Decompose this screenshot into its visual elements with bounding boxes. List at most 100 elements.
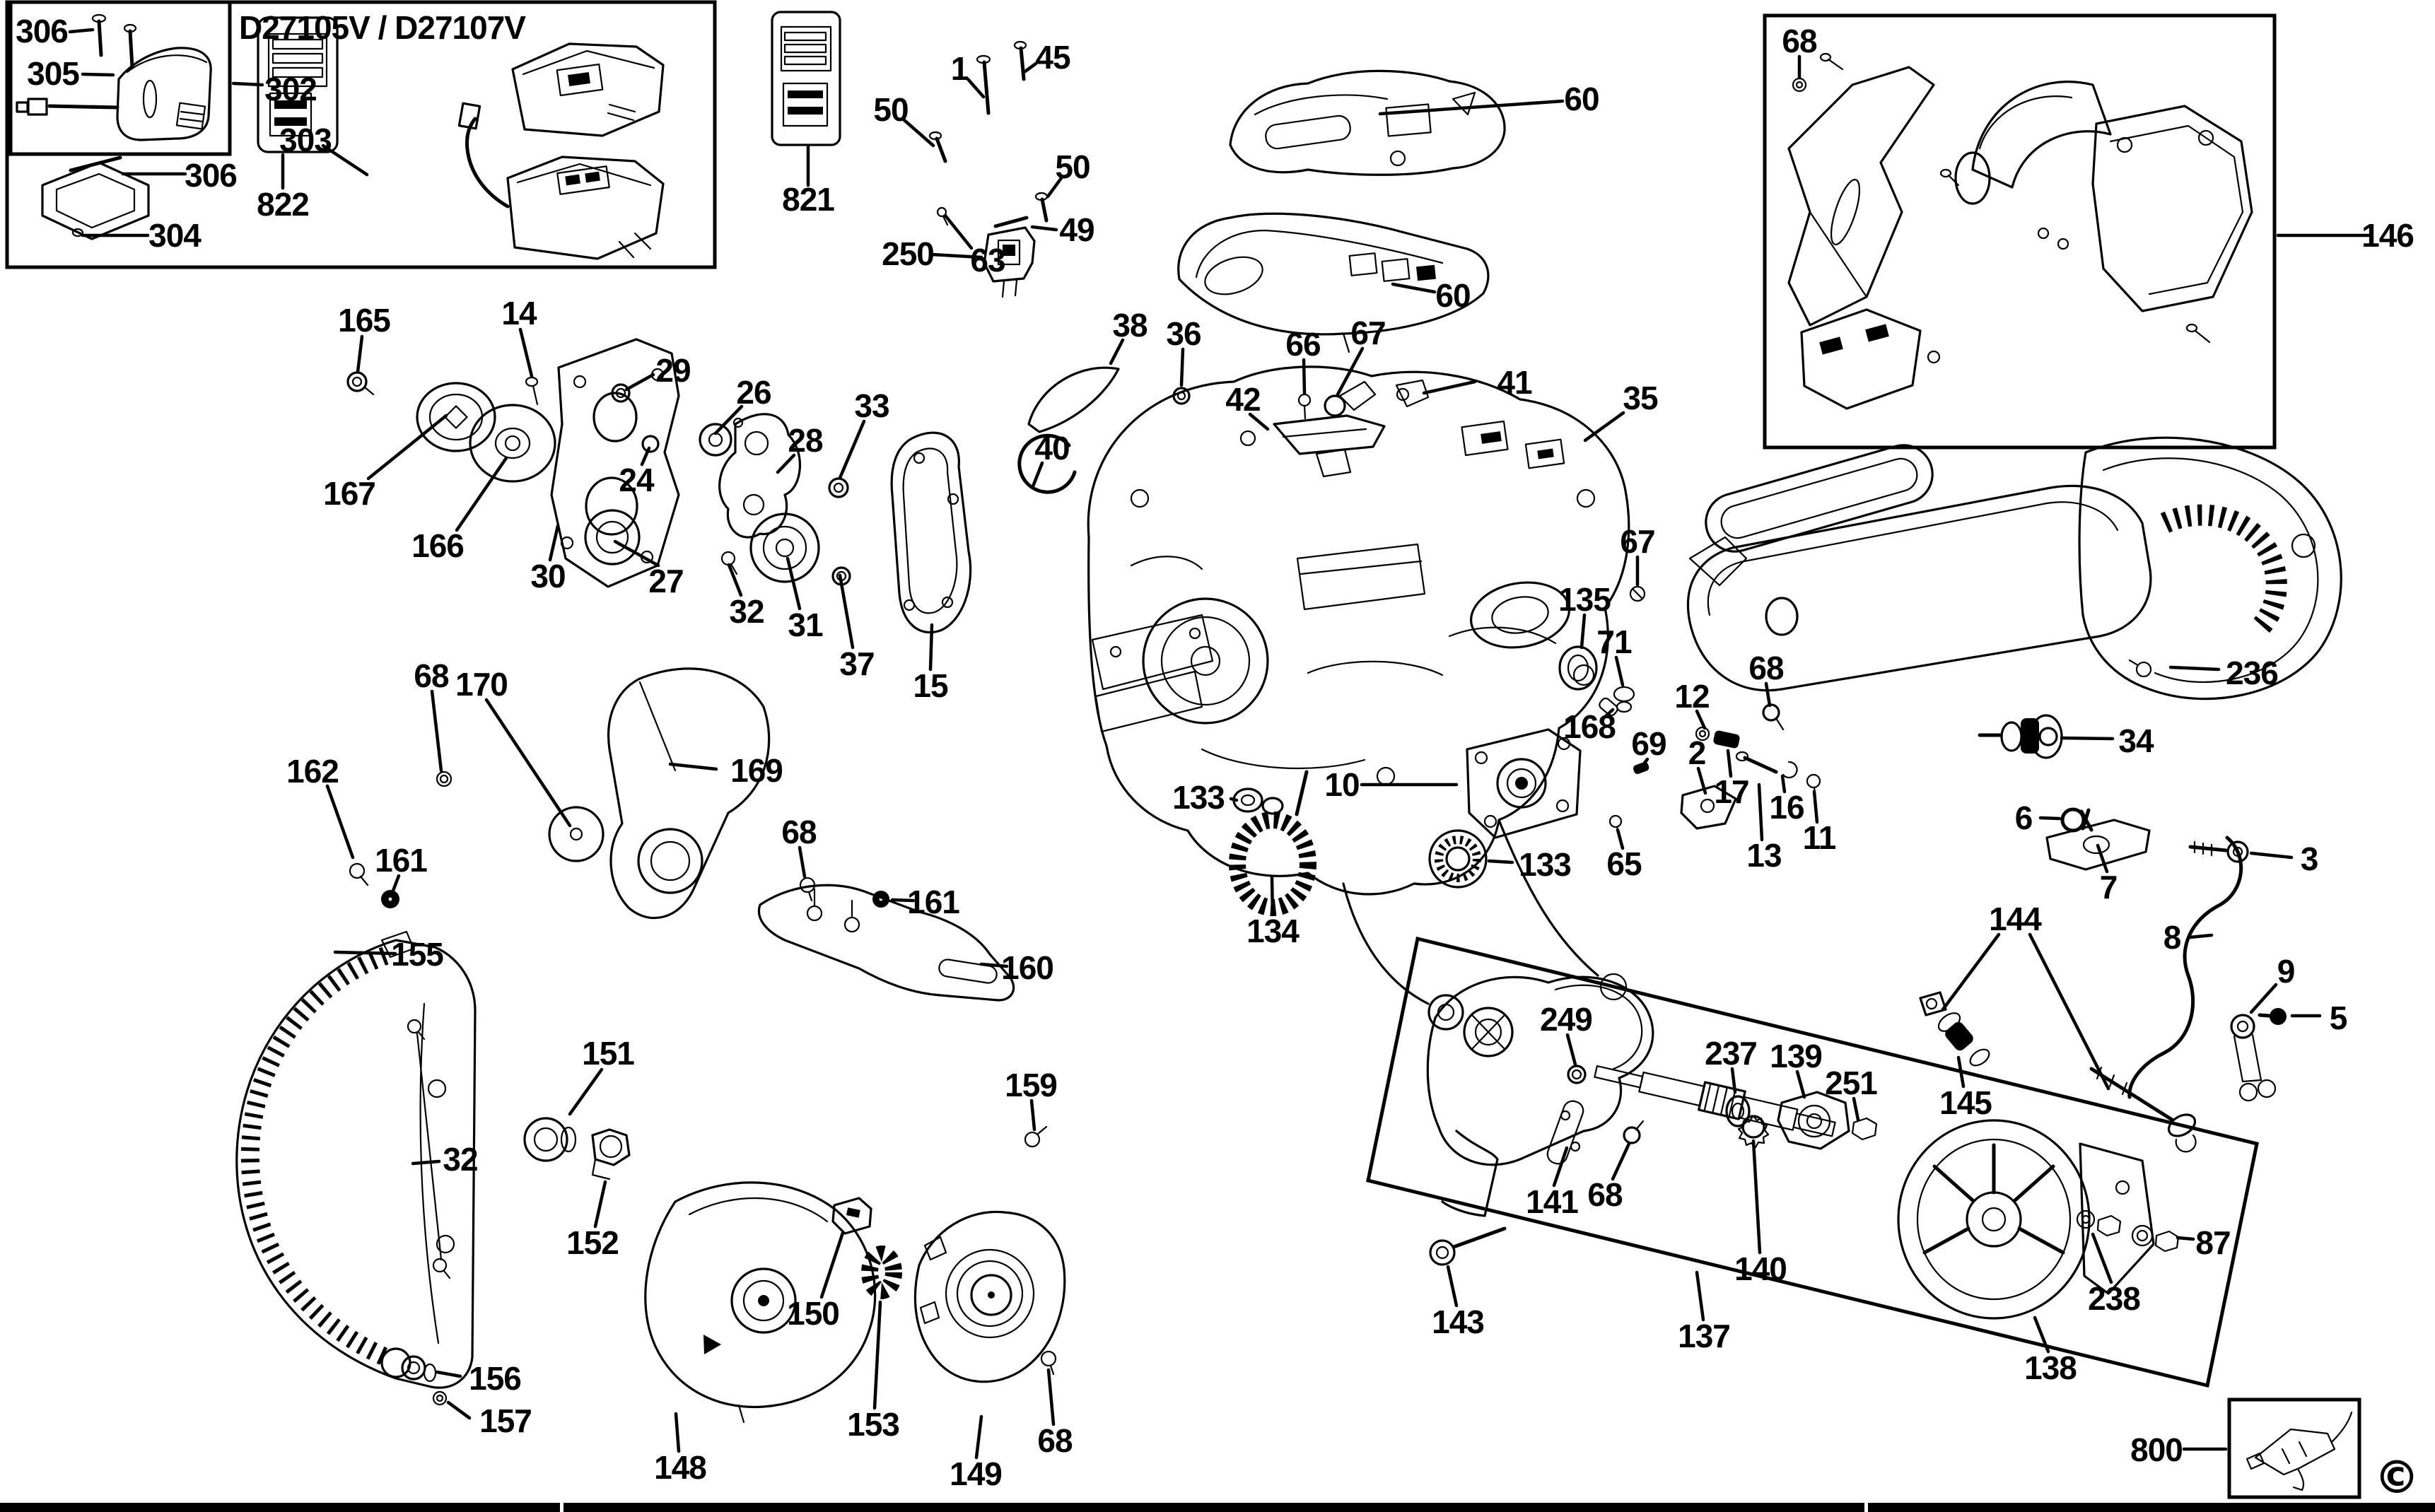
leader-67-a bbox=[1336, 346, 1365, 397]
guard-cluster-art bbox=[235, 667, 1015, 1406]
leader-302 bbox=[231, 81, 264, 87]
callout-34: 34 bbox=[2118, 722, 2154, 759]
leader-137 bbox=[1695, 1270, 1705, 1322]
leader-160 bbox=[979, 962, 1009, 968]
leader-145 bbox=[1956, 1055, 1966, 1089]
leader-33 bbox=[838, 419, 866, 480]
leader-168 bbox=[1602, 708, 1615, 720]
callout-68-f: 68 bbox=[1587, 1176, 1623, 1213]
leader-42 bbox=[1248, 412, 1270, 431]
callout-133-a: 133 bbox=[1172, 779, 1225, 816]
leader-87 bbox=[2176, 1236, 2195, 1241]
callout-148: 148 bbox=[654, 1449, 706, 1486]
leader-249 bbox=[1565, 1033, 1577, 1067]
callout-67-b: 67 bbox=[1620, 523, 1654, 560]
callout-168: 168 bbox=[1563, 708, 1616, 745]
callout-134: 134 bbox=[1246, 913, 1300, 949]
leader-16 bbox=[1780, 774, 1787, 794]
callout-35: 35 bbox=[1623, 380, 1658, 416]
callout-2: 2 bbox=[1688, 734, 1706, 771]
leader-50-b bbox=[1046, 176, 1063, 199]
callout-30: 30 bbox=[530, 558, 565, 594]
callout-63: 63 bbox=[970, 242, 1005, 279]
leader-153 bbox=[872, 1300, 882, 1410]
leader-14 bbox=[518, 327, 534, 378]
callout-151: 151 bbox=[582, 1035, 634, 1072]
callout-166: 166 bbox=[411, 527, 464, 564]
callout-68-e: 68 bbox=[781, 814, 817, 850]
callout-145: 145 bbox=[1939, 1084, 1992, 1121]
callout-49: 49 bbox=[1059, 211, 1094, 248]
leader-50-a bbox=[902, 118, 935, 148]
leader-236 bbox=[2168, 665, 2221, 672]
leader-169 bbox=[668, 762, 718, 771]
callout-139: 139 bbox=[1770, 1038, 1822, 1074]
leader-71 bbox=[1614, 655, 1625, 687]
leader-238 bbox=[2091, 1232, 2113, 1284]
leader-63 bbox=[943, 213, 974, 250]
callout-302: 302 bbox=[264, 71, 317, 107]
callout-87: 87 bbox=[2195, 1224, 2230, 1261]
callout-251: 251 bbox=[1825, 1065, 1877, 1101]
callout-68-g: 68 bbox=[1037, 1422, 1073, 1459]
belt-cover-art bbox=[1686, 436, 2342, 759]
leader-24 bbox=[640, 446, 651, 467]
callout-161-b: 161 bbox=[907, 884, 959, 920]
callout-152: 152 bbox=[566, 1224, 619, 1261]
motor-assembly-art bbox=[1426, 975, 2180, 1320]
leader-133-b bbox=[1487, 859, 1514, 865]
callout-155: 155 bbox=[391, 936, 443, 973]
leader-167 bbox=[366, 414, 448, 481]
footer-bar-right bbox=[1868, 1503, 2435, 1512]
callout-50-a: 50 bbox=[873, 91, 908, 128]
callout-149: 149 bbox=[950, 1455, 1002, 1492]
leader-28 bbox=[776, 453, 796, 474]
leader-139 bbox=[1795, 1069, 1806, 1099]
callout-33: 33 bbox=[854, 387, 889, 424]
motor-assembly-box bbox=[1366, 936, 2259, 1388]
leader-159 bbox=[1029, 1098, 1037, 1132]
callout-26: 26 bbox=[736, 374, 771, 411]
leader-35 bbox=[1583, 411, 1625, 443]
leader-162 bbox=[325, 784, 355, 860]
leader-134 bbox=[1270, 876, 1275, 917]
callout-13: 13 bbox=[1746, 837, 1781, 874]
leader-60-a bbox=[1378, 99, 1565, 116]
callout-800: 800 bbox=[2130, 1431, 2183, 1468]
leader-32-a bbox=[727, 563, 743, 597]
leader-41 bbox=[1422, 380, 1477, 395]
callout-305: 305 bbox=[27, 55, 79, 92]
callout-60-b: 60 bbox=[1435, 277, 1470, 314]
callout-27: 27 bbox=[648, 563, 683, 599]
callout-157: 157 bbox=[479, 1402, 532, 1439]
leader-17 bbox=[1726, 749, 1733, 778]
leader-45 bbox=[1023, 61, 1038, 74]
lubricant-box bbox=[2227, 1397, 2361, 1499]
callout-66: 66 bbox=[1285, 326, 1320, 363]
rear-linkage-art bbox=[1919, 807, 2287, 1153]
callout-45: 45 bbox=[1035, 39, 1070, 76]
leader-251 bbox=[1852, 1096, 1860, 1122]
leader-2 bbox=[1696, 766, 1707, 795]
leader-27 bbox=[613, 539, 660, 568]
leader-135 bbox=[1579, 613, 1587, 650]
leader-13 bbox=[1757, 783, 1764, 842]
lubricant-art bbox=[2246, 1411, 2353, 1492]
callout-69: 69 bbox=[1631, 725, 1666, 762]
callout-71: 71 bbox=[1596, 623, 1632, 660]
leader-144-1 bbox=[2028, 932, 2110, 1091]
callout-306-a: 306 bbox=[16, 13, 68, 49]
callout-237: 237 bbox=[1705, 1035, 1757, 1072]
callout-3: 3 bbox=[2301, 840, 2318, 877]
callout-236: 236 bbox=[2226, 655, 2278, 691]
leader-26 bbox=[713, 404, 744, 435]
callout-36: 36 bbox=[1166, 315, 1201, 352]
callout-6: 6 bbox=[2015, 799, 2033, 836]
switchbox-art bbox=[457, 42, 665, 260]
leader-60-b bbox=[1391, 282, 1437, 294]
leader-161-a bbox=[391, 874, 401, 893]
callout-11: 11 bbox=[1803, 819, 1836, 856]
leader-11 bbox=[1812, 790, 1819, 824]
callout-156: 156 bbox=[469, 1360, 521, 1397]
